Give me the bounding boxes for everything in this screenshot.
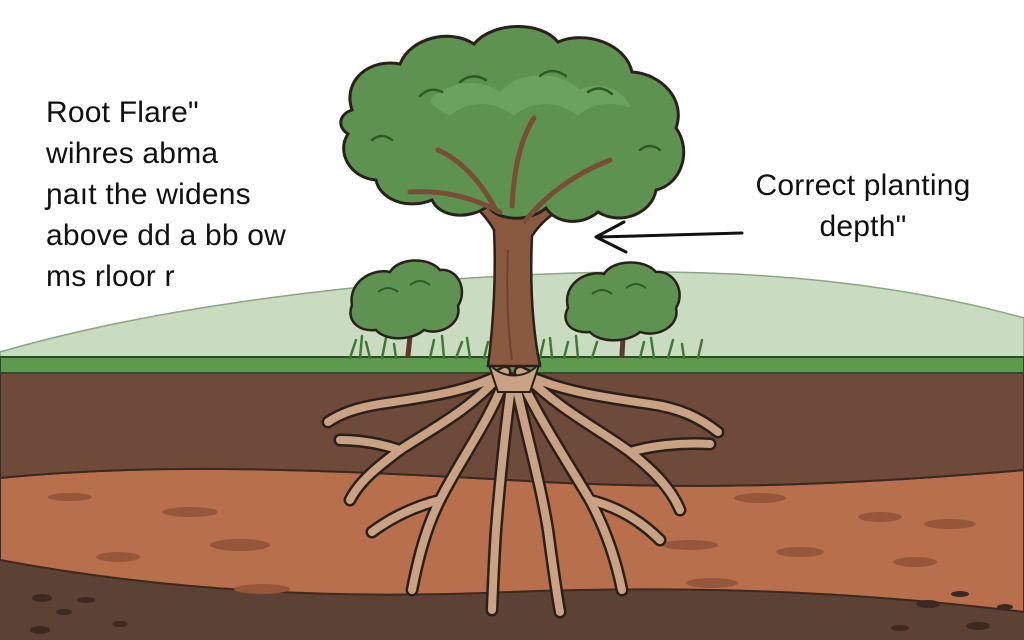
small-tree-left (349, 259, 464, 358)
root-flare-label-line: ɲaıt the widens (46, 178, 251, 211)
subsoil-stones (48, 493, 976, 594)
planting-depth-label-line: depth" (819, 210, 907, 243)
main-tree-canopy (339, 25, 686, 223)
planting-depth-arrow (594, 220, 744, 254)
planting-depth-label-line: Correct planting (755, 169, 971, 202)
root-flare-label-line: wihres abma (46, 137, 219, 170)
root-flare-label-line: ms rloor r (46, 260, 175, 293)
root-system (321, 361, 725, 619)
deep-soil-pebbles (30, 591, 1013, 634)
grass-tufts (348, 334, 704, 360)
root-flare-label: Root Flare" wihres abma ɲaıt the widens … (46, 92, 376, 297)
root-flare-label-line: Root Flare" (46, 96, 199, 129)
small-tree-right (564, 261, 681, 358)
planting-depth-label: Correct planting depth" (713, 165, 1013, 247)
root-flare-label-line: above dd a bb ow (46, 219, 287, 252)
